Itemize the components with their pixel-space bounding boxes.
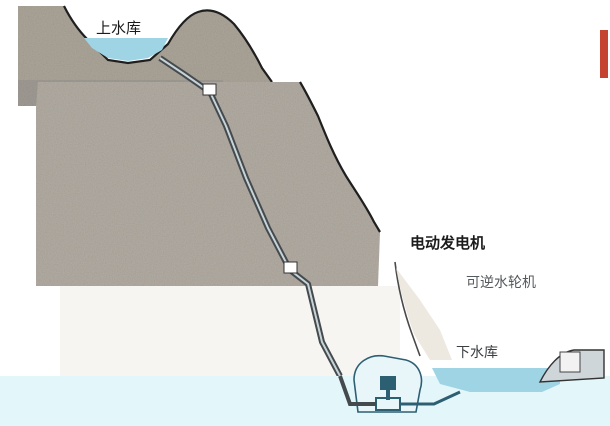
lower-cliff-line [394, 261, 421, 357]
reversible-turbine-label: 可逆水轮机 [466, 275, 536, 291]
accent-mark [600, 30, 608, 78]
draft-tube [338, 375, 376, 406]
mountain-body-outline [299, 81, 381, 233]
penstock-pipe-core [159, 57, 341, 377]
turbine-shaft [386, 390, 390, 400]
motor-generator-label: 电动发电机 [410, 234, 486, 252]
mountain-upper [18, 6, 272, 82]
valve-lower [283, 261, 298, 274]
tailrace-pipe [400, 390, 461, 406]
upper-reservoir-label: 上水库 [96, 19, 142, 37]
lower-faded-area [60, 286, 400, 376]
mountain-body [36, 82, 380, 286]
valve-upper [202, 83, 217, 96]
lower-reservoir-label: 下水库 [456, 345, 498, 361]
mountain-upper-outline [63, 5, 273, 83]
lower-cliff-fill [396, 268, 452, 360]
upper-reservoir-water [84, 38, 168, 61]
lower-reservoir-water [432, 368, 560, 392]
outlet-structure [559, 351, 581, 373]
motor-generator-unit [380, 376, 396, 390]
